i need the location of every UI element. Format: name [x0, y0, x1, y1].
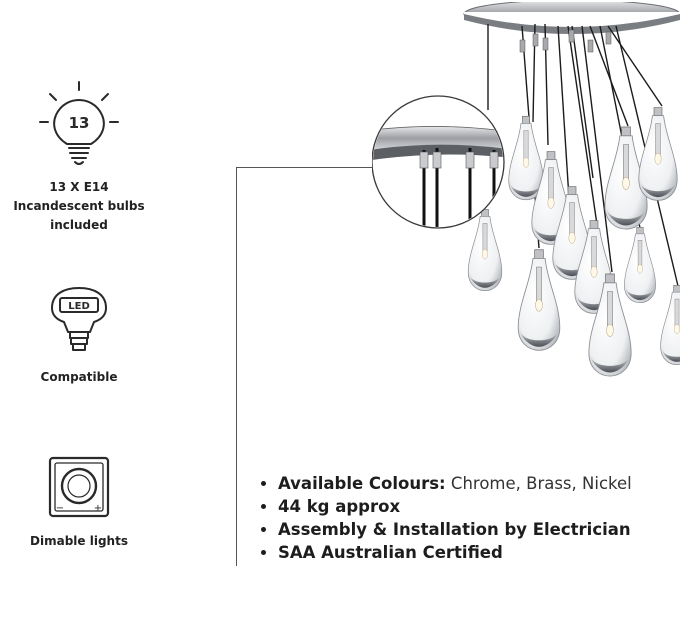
callout-line-vertical: [236, 167, 237, 566]
svg-text:−: −: [56, 503, 64, 514]
spec-certification: SAA Australian Certified: [260, 541, 632, 564]
spec-weight: 44 kg approx: [260, 495, 632, 518]
feature-bulbs: 13 13 X E14 Incandescent bulbs included: [0, 78, 158, 235]
feature-led: LED Compatible: [0, 284, 158, 387]
chandelier-image: [372, 0, 680, 377]
dimmer-icon: − +: [48, 456, 110, 518]
led-bulb-icon: LED: [51, 287, 107, 351]
zoom-detail: [372, 95, 505, 229]
svg-text:13: 13: [69, 114, 90, 132]
callout-line-horizontal: [236, 167, 375, 168]
lightbulb-icon: 13: [39, 81, 119, 165]
feature-dimmable: − + Dimable lights: [0, 456, 158, 551]
bulbs-label: 13 X E14 Incandescent bulbs included: [13, 180, 145, 232]
svg-text:LED: LED: [68, 301, 90, 312]
spec-installation: Assembly & Installation by Electrician: [260, 518, 632, 541]
spec-colours: Available Colours: Chrome, Brass, Nickel: [260, 472, 632, 495]
spec-list: Available Colours: Chrome, Brass, Nickel…: [260, 472, 632, 564]
dimmable-label: Dimable lights: [30, 534, 128, 548]
led-label: Compatible: [40, 370, 118, 384]
svg-text:+: +: [94, 503, 102, 514]
